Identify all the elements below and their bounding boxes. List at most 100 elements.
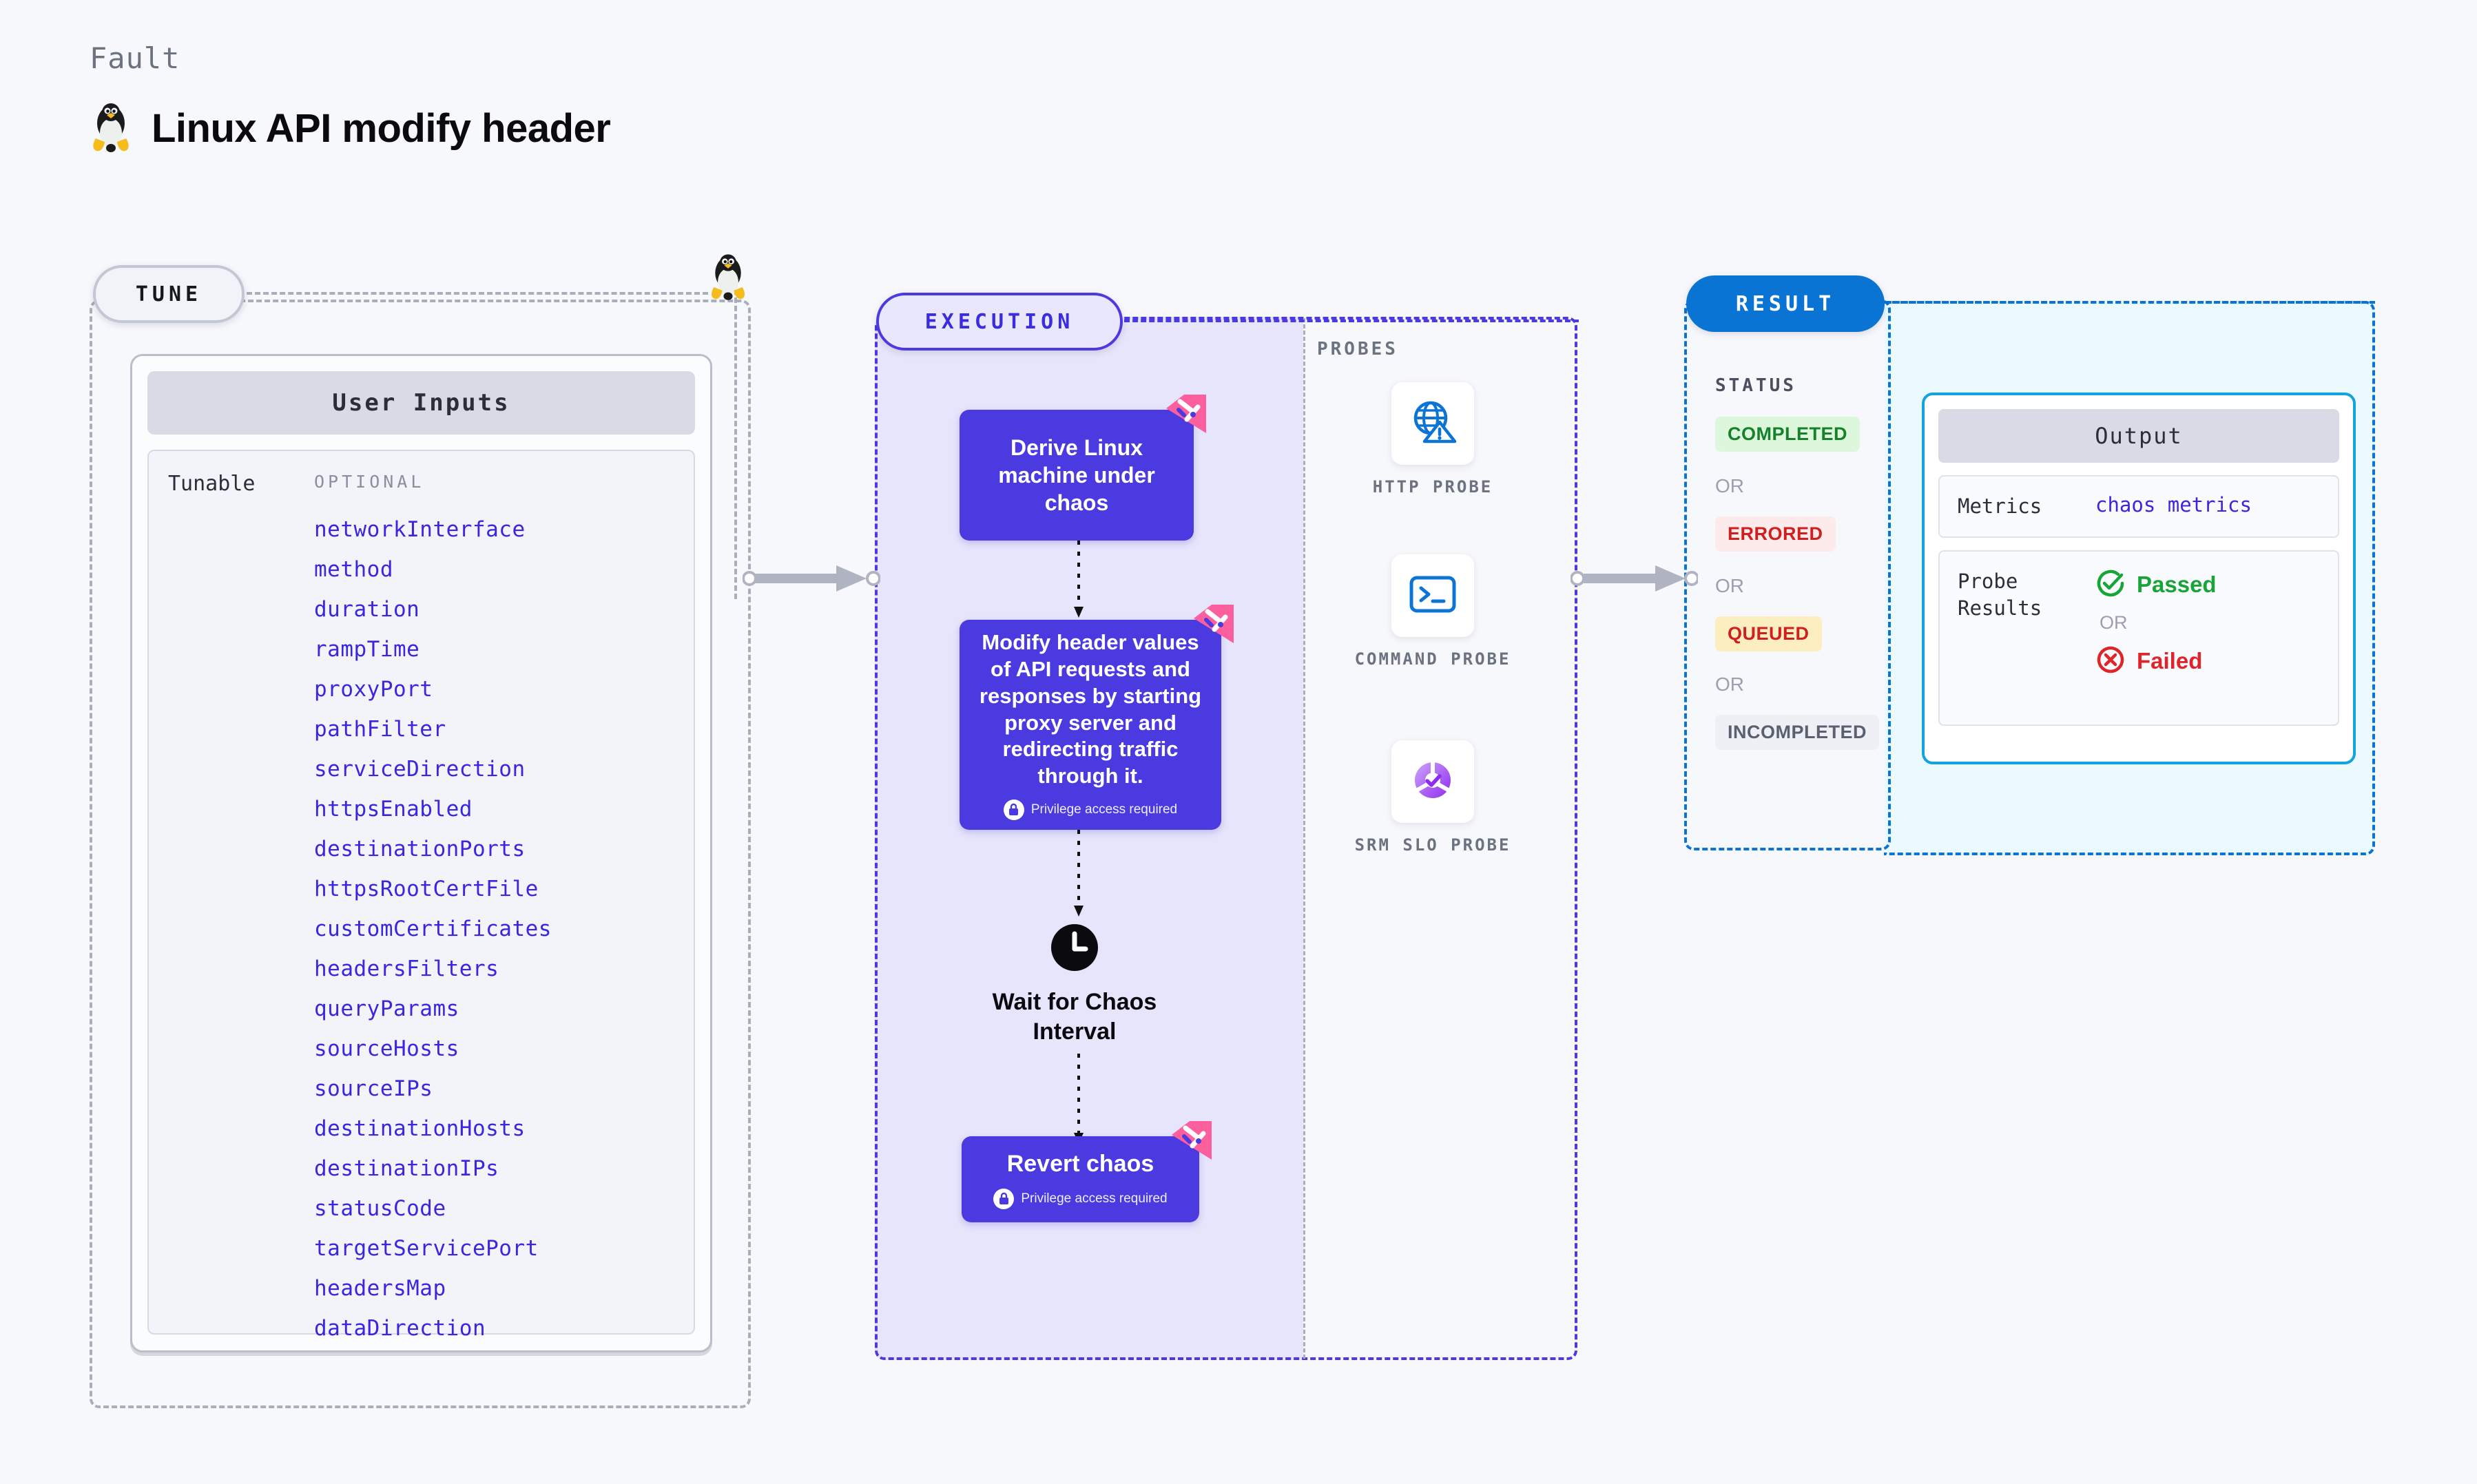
probe-results-key: Probe Results xyxy=(1958,569,2042,620)
execution-phase-pill[interactable]: EXECUTION xyxy=(876,293,1123,351)
failed-label: Failed xyxy=(2137,648,2203,674)
optional-label: OPTIONAL xyxy=(314,472,425,492)
output-card-title: Output xyxy=(1938,409,2339,463)
output-metrics-row: Metrics chaos metrics xyxy=(1938,475,2339,539)
status-or-3: OR xyxy=(1715,673,1744,695)
tunable-group-label: Tunable xyxy=(168,472,256,496)
param-item[interactable]: pathFilter xyxy=(314,717,446,742)
param-item[interactable]: serviceDirection xyxy=(314,757,526,782)
param-item[interactable]: method xyxy=(314,557,393,582)
node-label: Derive Linux machine under chaos xyxy=(998,435,1155,515)
param-item[interactable]: destinationIPs xyxy=(314,1156,499,1181)
probe-label: SRM SLO PROBE xyxy=(1354,835,1511,855)
probe-tile xyxy=(1391,554,1474,637)
terminal-icon xyxy=(1408,573,1458,618)
connector-node2-to-wait xyxy=(1072,830,1086,922)
globe-warning-icon xyxy=(1408,397,1458,450)
title-row: Linux API modify header xyxy=(90,103,611,154)
param-item[interactable]: destinationPorts xyxy=(314,837,526,861)
probe-tile xyxy=(1391,382,1474,465)
status-badge-errored: ERRORED xyxy=(1715,516,1836,552)
param-item[interactable]: headersMap xyxy=(314,1276,446,1301)
probe-srm-slo[interactable]: SRM SLO PROBE xyxy=(1350,740,1515,856)
probe-result-or: OR xyxy=(2100,612,2128,634)
param-item[interactable]: sourceIPs xyxy=(314,1076,433,1101)
param-item[interactable]: customCertificates xyxy=(314,917,552,941)
param-item[interactable]: destinationHosts xyxy=(314,1116,526,1141)
param-item[interactable]: proxyPort xyxy=(314,677,433,702)
execution-node-revert-chaos[interactable]: Revert chaos Privilege access required xyxy=(962,1121,1212,1222)
param-item[interactable]: headersFilters xyxy=(314,957,499,981)
status-badge-incompleted: INCOMPLETED xyxy=(1715,715,1880,750)
privilege-text: Privilege access required xyxy=(1030,802,1178,817)
connector-tune-to-execution xyxy=(742,561,881,598)
result-top-dashed-line xyxy=(1886,301,2375,304)
execution-region xyxy=(875,317,1577,1360)
linux-penguin-icon xyxy=(708,253,748,302)
linux-penguin-icon xyxy=(90,103,132,154)
user-inputs-card: User Inputs Tunable OPTIONAL networkInte… xyxy=(130,354,712,1352)
privilege-badge: Privilege access required xyxy=(993,1188,1168,1209)
metrics-key: Metrics xyxy=(1958,494,2042,518)
node-label: Wait for Chaos Interval xyxy=(992,989,1157,1045)
tune-right-dashed-line xyxy=(734,289,737,599)
node-label: Revert chaos xyxy=(1006,1151,1154,1178)
connector-node1-to-node2 xyxy=(1072,541,1086,623)
page-header: Fault Linux API modify header xyxy=(90,41,611,154)
probe-result-failed: Failed xyxy=(2095,645,2320,678)
status-badge-completed: COMPLETED xyxy=(1715,417,1861,452)
execution-node-modify-header[interactable]: Modify header values of API requests and… xyxy=(960,605,1234,830)
probes-section-label: PROBES xyxy=(1317,339,1398,359)
connector-execution-to-result xyxy=(1570,561,1699,598)
metrics-value[interactable]: chaos metrics xyxy=(2095,493,2252,516)
probe-tile xyxy=(1391,740,1474,823)
check-circle-icon xyxy=(2095,568,2126,601)
status-or-2: OR xyxy=(1715,575,1744,596)
harness-flag-icon xyxy=(1187,602,1236,654)
result-phase-pill[interactable]: RESULT xyxy=(1686,275,1885,332)
execution-node-wait-interval[interactable]: Wait for Chaos Interval xyxy=(992,923,1157,1046)
param-item[interactable]: rampTime xyxy=(314,637,420,662)
tunable-panel: Tunable OPTIONAL networkInterface method… xyxy=(147,450,695,1341)
param-item[interactable]: duration xyxy=(314,597,420,622)
lock-icon xyxy=(993,1188,1015,1209)
harness-flag-icon xyxy=(1159,392,1209,444)
clock-icon xyxy=(1050,923,1099,975)
status-or-1: OR xyxy=(1715,475,1744,497)
output-card: Output Metrics chaos metrics Probe Resul… xyxy=(1922,393,2356,764)
param-item[interactable]: httpsEnabled xyxy=(314,797,473,822)
probe-label: HTTP PROBE xyxy=(1372,477,1493,497)
output-probe-results-row: Probe Results Passed OR xyxy=(1938,550,2339,727)
node-label: Modify header values of API requests and… xyxy=(979,630,1202,788)
tune-phase-pill[interactable]: TUNE xyxy=(93,265,245,323)
param-item[interactable]: httpsRootCertFile xyxy=(314,877,539,901)
probe-result-passed: Passed xyxy=(2095,568,2320,601)
x-circle-icon xyxy=(2095,645,2126,678)
tune-top-dashed-line xyxy=(247,292,708,295)
param-item[interactable]: statusCode xyxy=(314,1196,446,1221)
execution-top-dashed-line xyxy=(1124,320,1579,322)
execution-probes-divider xyxy=(1303,318,1305,1359)
status-section-label: STATUS xyxy=(1715,375,1796,396)
param-item[interactable]: dataDirection xyxy=(314,1316,486,1341)
page-title: Linux API modify header xyxy=(152,105,611,151)
user-inputs-title: User Inputs xyxy=(147,371,695,435)
status-badge-queued: QUEUED xyxy=(1715,616,1822,651)
tune-region: User Inputs Tunable OPTIONAL networkInte… xyxy=(90,300,751,1408)
execution-node-derive-machine[interactable]: Derive Linux machine under chaos xyxy=(960,395,1206,541)
probe-http[interactable]: HTTP PROBE xyxy=(1350,382,1515,498)
fault-eyebrow-label: Fault xyxy=(90,41,180,75)
lock-icon xyxy=(1003,799,1024,820)
connector-wait-to-revert xyxy=(1072,1054,1086,1149)
param-item[interactable]: networkInterface xyxy=(314,517,526,542)
param-item[interactable]: queryParams xyxy=(314,996,459,1021)
slo-donut-check-icon xyxy=(1408,755,1458,808)
privilege-text: Privilege access required xyxy=(1021,1191,1168,1206)
passed-label: Passed xyxy=(2137,572,2217,598)
harness-flag-icon xyxy=(1165,1118,1214,1171)
probe-command[interactable]: COMMAND PROBE xyxy=(1350,554,1515,670)
param-item[interactable]: targetServicePort xyxy=(314,1236,539,1261)
param-item[interactable]: sourceHosts xyxy=(314,1036,459,1061)
probe-label: COMMAND PROBE xyxy=(1354,649,1511,669)
parameter-list: OPTIONAL networkInterface method duratio… xyxy=(314,472,694,1341)
